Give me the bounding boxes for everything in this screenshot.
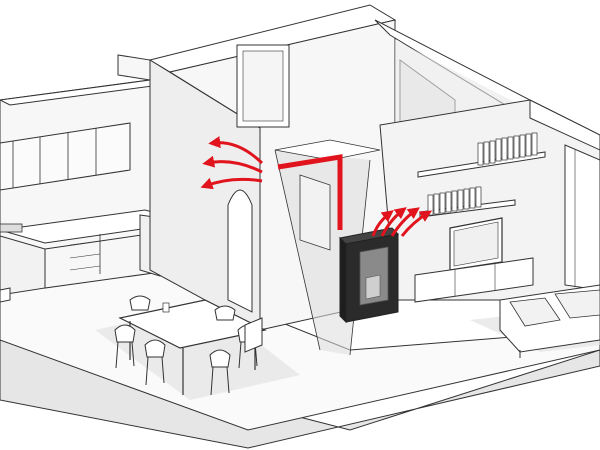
dining-chairs	[114, 295, 259, 396]
airflow-arrow-icon	[200, 136, 264, 190]
partition-wall	[117, 4, 397, 331]
books-top-shelf	[477, 132, 538, 166]
chair	[144, 339, 166, 386]
hot-air-duct-icon	[277, 154, 343, 230]
tv-unit	[414, 217, 534, 303]
chair	[129, 295, 151, 311]
books-lower-shelf	[427, 186, 482, 216]
sofa	[499, 284, 600, 358]
living-room-wall	[379, 99, 600, 301]
pellet-stove-icon	[338, 227, 400, 324]
wall-cut-edges	[0, 287, 263, 353]
bookshelves	[417, 132, 546, 218]
wall-cabinets	[0, 122, 131, 191]
chair	[209, 349, 231, 396]
airflow-arrow-icon	[371, 207, 433, 237]
chair	[114, 324, 136, 369]
chair	[214, 305, 236, 321]
